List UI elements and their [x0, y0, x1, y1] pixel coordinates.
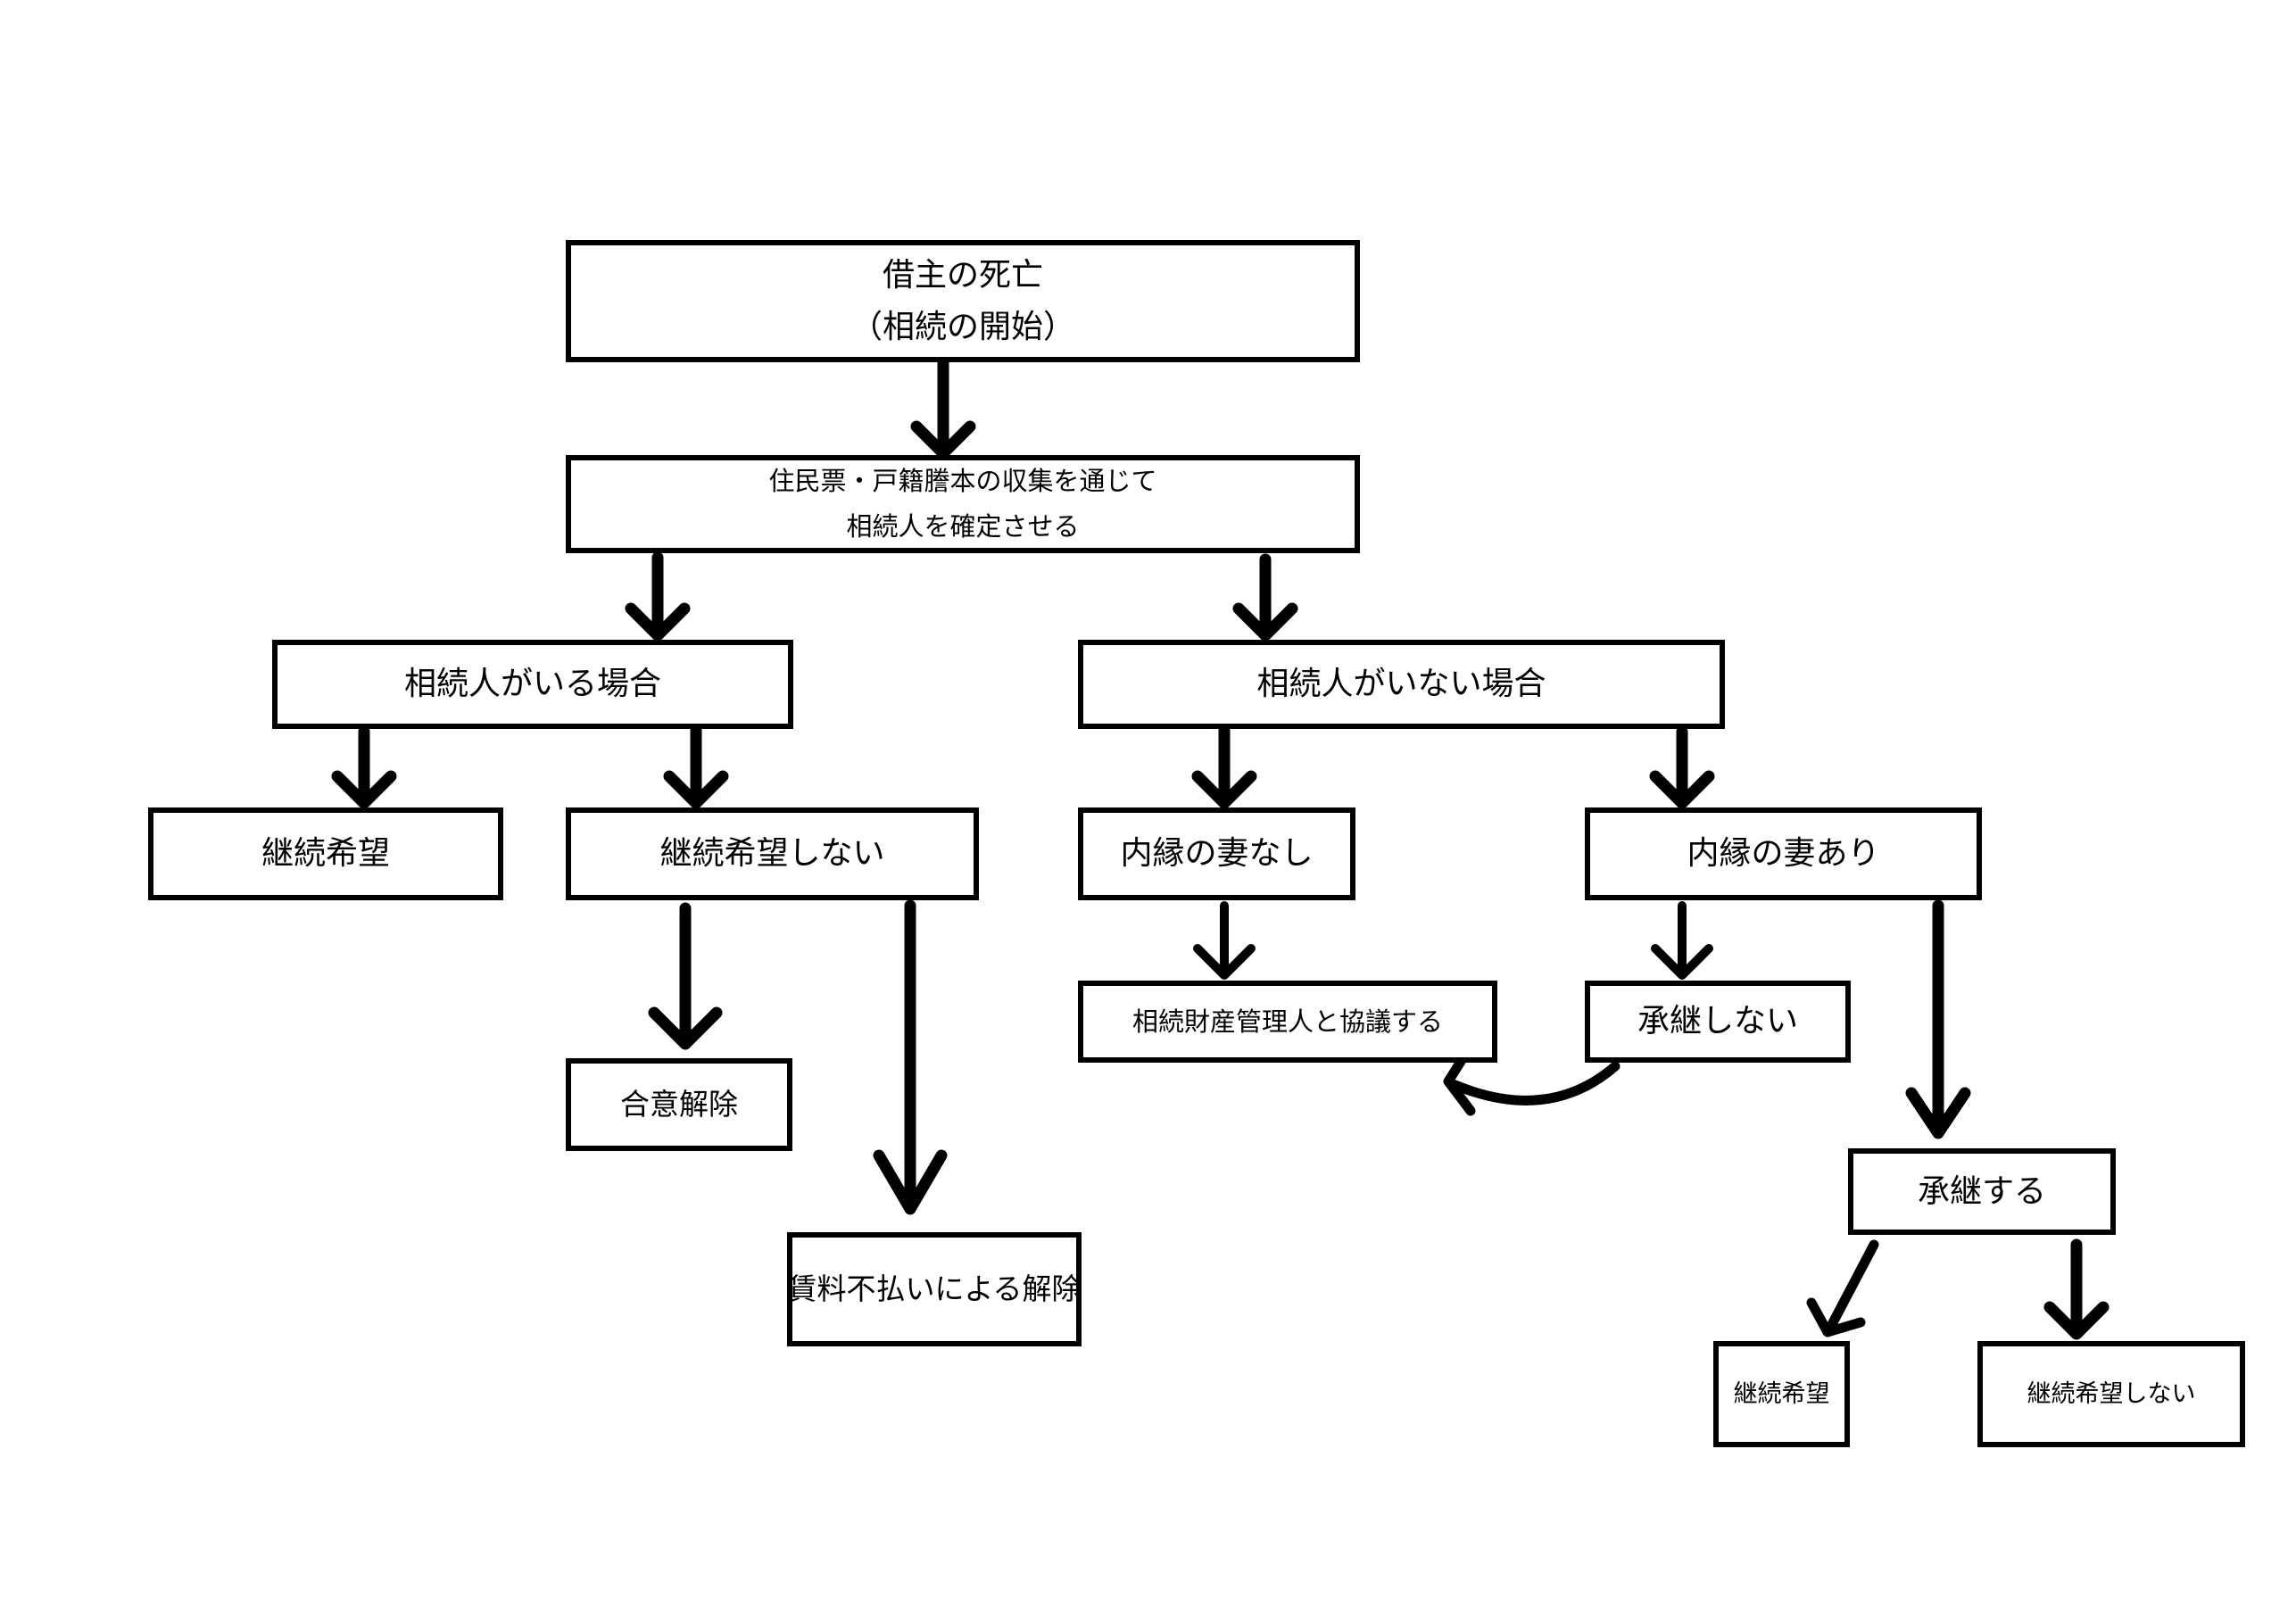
node-no-continue-wish-1-label: 継続希望しない — [659, 835, 885, 873]
arrow-to-mutual-termination — [648, 902, 723, 1050]
node-succeed: 承継する — [1848, 1148, 2116, 1235]
node-not-succeed-label: 承継しない — [1637, 1003, 1798, 1040]
arrow-heir-exists-to-no-continue-wish — [663, 724, 729, 809]
arrow-death-to-confirm — [910, 355, 976, 460]
node-heir-exists: 相続人がいる場合 — [272, 640, 793, 729]
arrow-to-not-succeed — [1651, 901, 1713, 980]
node-continue-wish-2: 継続希望 — [1713, 1341, 1850, 1447]
arrow-succeed-to-continue-wish — [1806, 1239, 1879, 1337]
node-no-continue-wish-1: 継続希望しない — [566, 807, 979, 900]
node-confirm-heirs-line1: 住民票・戸籍謄本の収集を通じて — [768, 466, 1157, 497]
arrow-heir-none-to-common-law-wife — [1649, 725, 1715, 809]
node-mutual-termination-label: 合意解除 — [620, 1086, 738, 1122]
node-continue-wish-1-label: 継続希望 — [261, 835, 390, 873]
node-heir-exists-label: 相続人がいる場合 — [403, 666, 661, 703]
arrow-not-succeed-to-estate-administrator — [1443, 1052, 1620, 1116]
arrow-to-succeed — [1905, 899, 1971, 1139]
node-heir-none-label: 相続人がいない場合 — [1256, 666, 1546, 703]
node-no-common-law-wife: 内縁の妻なし — [1078, 807, 1355, 900]
node-no-continue-wish-2: 継続希望しない — [1977, 1341, 2245, 1447]
node-rent-default-termination-label: 賃料不払いによる解除 — [787, 1271, 1082, 1306]
arrow-confirm-to-heir-exists — [625, 551, 691, 642]
node-continue-wish-1: 継続希望 — [148, 807, 503, 900]
node-continue-wish-2-label: 継続希望 — [1733, 1379, 1830, 1408]
node-borrower-death: 借主の死亡 （相続の開始） — [566, 240, 1360, 362]
node-common-law-wife-label: 内縁の妻あり — [1687, 835, 1880, 873]
node-estate-administrator-label: 相続財産管理人と協議する — [1131, 1006, 1443, 1037]
arrow-to-estate-administrator — [1193, 901, 1256, 980]
arrow-to-rent-default-termination — [873, 899, 948, 1215]
node-rent-default-termination: 賃料不払いによる解除 — [787, 1232, 1082, 1346]
node-confirm-heirs-line2: 相続人を確定させる — [846, 511, 1080, 542]
node-mutual-termination: 合意解除 — [566, 1058, 792, 1151]
arrow-succeed-to-no-continue-wish — [2043, 1238, 2110, 1340]
arrow-heir-none-to-no-common-law-wife — [1191, 724, 1257, 809]
node-estate-administrator: 相続財産管理人と協議する — [1078, 981, 1497, 1063]
node-confirm-heirs: 住民票・戸籍謄本の収集を通じて 相続人を確定させる — [566, 455, 1360, 553]
node-succeed-label: 承継する — [1917, 1172, 2046, 1210]
node-no-continue-wish-2-label: 継続希望しない — [2027, 1379, 2196, 1408]
node-not-succeed: 承継しない — [1585, 981, 1851, 1063]
node-borrower-death-line2: （相続の開始） — [850, 308, 1075, 345]
node-heir-none: 相続人がいない場合 — [1078, 640, 1725, 729]
node-borrower-death-line1: 借主の死亡 — [882, 256, 1043, 294]
arrow-confirm-to-heir-none — [1232, 553, 1298, 642]
node-no-common-law-wife-label: 内縁の妻なし — [1120, 835, 1314, 873]
arrow-heir-exists-to-continue-wish — [331, 725, 397, 809]
node-common-law-wife: 内縁の妻あり — [1585, 807, 1982, 900]
